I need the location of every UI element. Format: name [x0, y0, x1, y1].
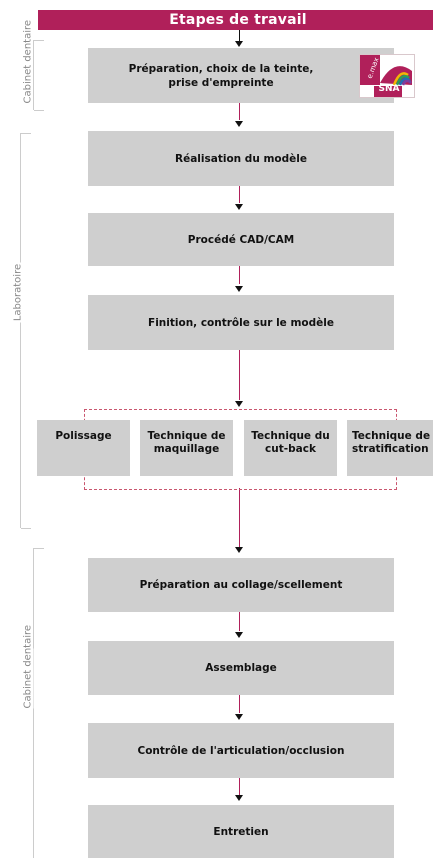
step-entretien: Entretien: [88, 805, 394, 858]
arrow-down-icon: [235, 714, 243, 720]
step-assemblage: Assemblage: [88, 641, 394, 695]
arrow-down-icon: [235, 204, 243, 210]
connector-line: [239, 695, 240, 713]
connector-line: [239, 778, 240, 795]
step-modele: Réalisation du modèle: [88, 131, 394, 186]
step-articulation: Contrôle de l'articulation/occlusion: [88, 723, 394, 778]
connector-line: [239, 30, 240, 42]
cabinet-bottom-label: Cabinet dentaire: [22, 624, 34, 709]
step-collage: Préparation au collage/scellement: [88, 558, 394, 612]
arrow-down-icon: [235, 547, 243, 553]
cabinet-top-label: Cabinet dentaire: [22, 19, 34, 104]
cabinet-bottom-bracket: [33, 548, 44, 858]
connector-line: [239, 350, 240, 400]
arrow-down-icon: [235, 401, 243, 407]
technique-stratification: Technique de stratification: [347, 420, 433, 476]
connector-line: [239, 103, 240, 120]
laboratoire-label: Laboratoire: [12, 262, 24, 323]
technique-maquillage: Technique de maquillage: [140, 420, 233, 476]
arrow-down-icon: [235, 41, 243, 47]
step-preparation: Préparation, choix de la teinte, prise d…: [88, 48, 394, 103]
connector-line: [239, 488, 240, 548]
arrow-down-icon: [235, 286, 243, 292]
connector-line: [239, 186, 240, 203]
technique-polissage: Polissage: [37, 420, 130, 476]
connector-line: [239, 266, 240, 284]
step-cadcam: Procédé CAD/CAM: [88, 213, 394, 266]
arrow-down-icon: [235, 795, 243, 801]
logo-label: SNA: [378, 84, 400, 94]
cabinet-top-bracket: [33, 40, 44, 111]
diagram-title: Etapes de travail: [38, 10, 433, 30]
ips-emax-logo: e.max SNA: [359, 54, 415, 98]
arrow-down-icon: [235, 121, 243, 127]
laboratoire-bracket: [20, 133, 31, 529]
technique-cutback: Technique du cut-back: [244, 420, 337, 476]
connector-line: [239, 612, 240, 631]
step-finition: Finition, contrôle sur le modèle: [88, 295, 394, 350]
arrow-down-icon: [235, 632, 243, 638]
